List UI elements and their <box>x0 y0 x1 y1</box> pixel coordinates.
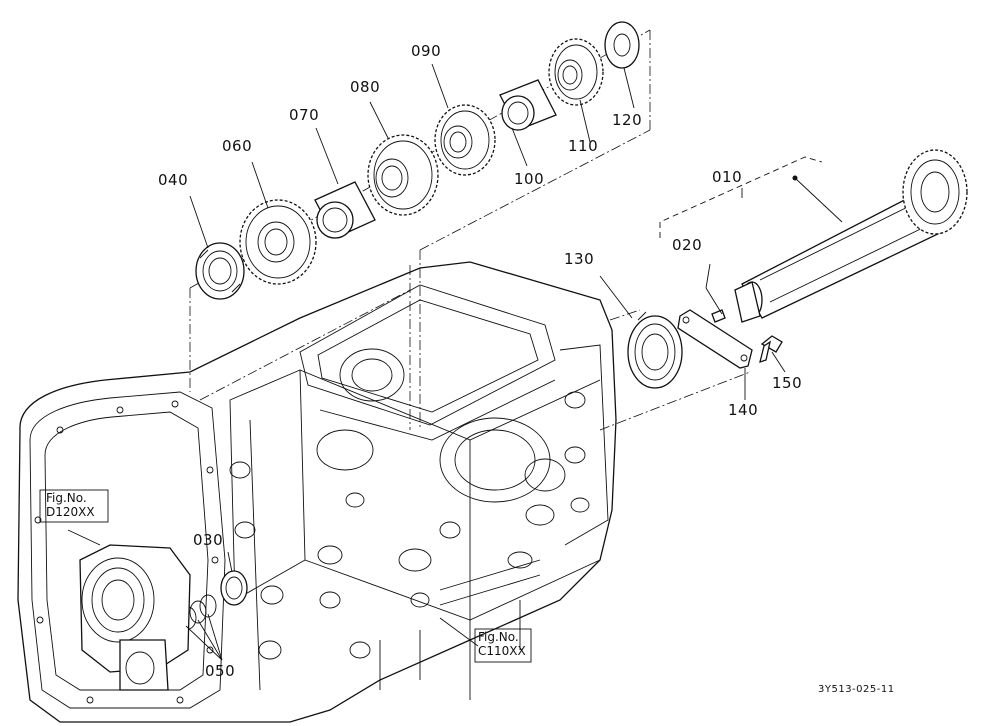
part-label-020: 020 <box>672 236 703 254</box>
bearing-040 <box>195 242 245 300</box>
front-cover-d120xx <box>79 544 191 691</box>
fig-ref-d120xx-line2: D120XX <box>46 504 95 519</box>
gear-110 <box>548 38 604 106</box>
fig-ref-box-d120xx <box>39 489 109 523</box>
fig-ref-c110xx: Fig.No. C110XX <box>478 630 526 659</box>
gear-090 <box>434 104 496 176</box>
gear-080 <box>367 134 439 216</box>
drawing-code: 3Y513-025-11 <box>818 684 895 695</box>
plate-140 <box>677 309 753 369</box>
fig-ref-box-c110xx <box>474 628 532 663</box>
part-label-100: 100 <box>514 170 545 188</box>
seal-030 <box>220 570 248 606</box>
pin-020 <box>705 287 726 323</box>
part-label-080: 080 <box>350 78 381 96</box>
part-label-040: 040 <box>158 171 189 189</box>
bolt-150 <box>759 335 783 363</box>
collar-100 <box>499 79 557 131</box>
gear-060 <box>239 199 317 285</box>
washer-120 <box>604 21 640 69</box>
fig-ref-c110xx-line2: C110XX <box>478 643 526 658</box>
transmission-case <box>17 261 617 723</box>
part-label-110: 110 <box>568 137 599 155</box>
part-label-120: 120 <box>612 111 643 129</box>
part-label-010: 010 <box>712 168 743 186</box>
part-label-090: 090 <box>411 42 442 60</box>
fig-ref-d120xx: Fig.No. D120XX <box>46 491 95 520</box>
fig-ref-c110xx-line1: Fig.No. <box>478 630 519 644</box>
part-label-050: 050 <box>205 662 236 680</box>
bearing-130 <box>627 311 683 389</box>
part-label-060: 060 <box>222 137 253 155</box>
part-label-130: 130 <box>564 250 595 268</box>
part-label-070: 070 <box>289 106 320 124</box>
part-label-150: 150 <box>772 374 803 392</box>
collar-070 <box>314 181 376 239</box>
shaft-010 <box>734 149 968 323</box>
leader-lines <box>67 63 786 661</box>
fig-ref-d120xx-line1: Fig.No. <box>46 491 87 505</box>
part-label-030: 030 <box>193 531 224 549</box>
part-label-140: 140 <box>728 401 759 419</box>
assembly-bracket-010 <box>659 156 823 238</box>
